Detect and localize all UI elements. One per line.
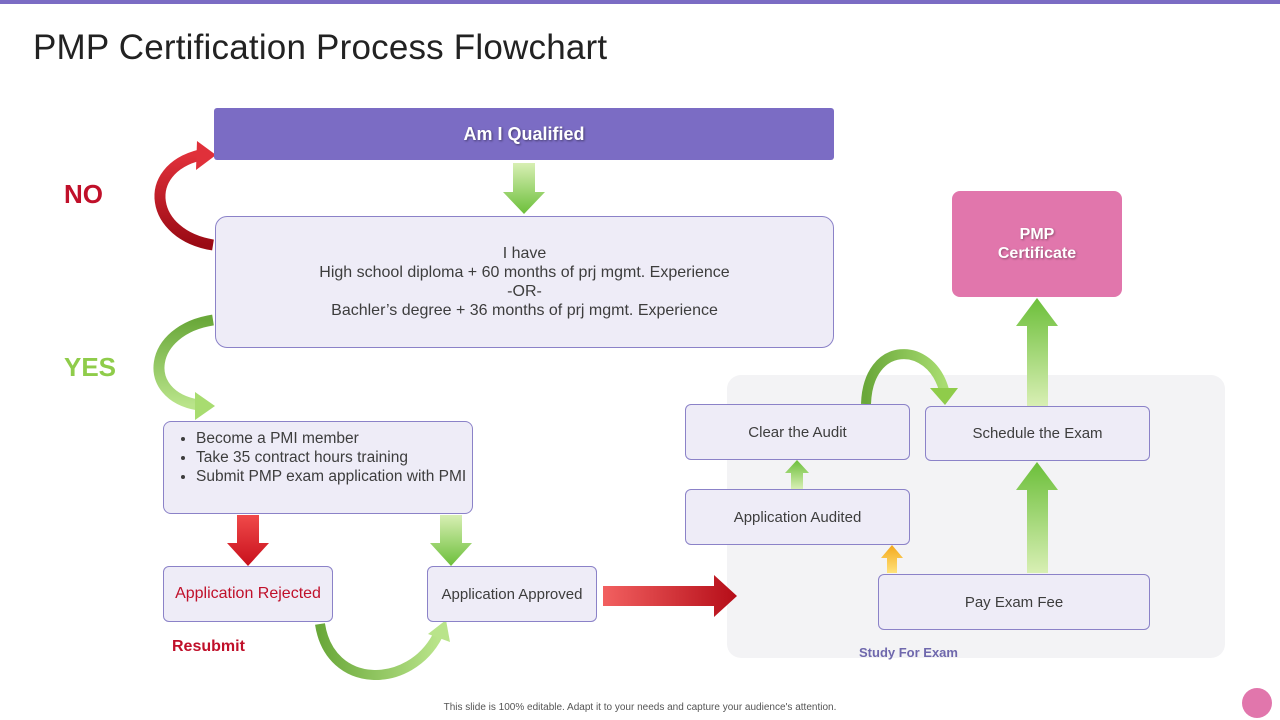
node-am-i-qualified: Am I Qualified [214, 108, 834, 160]
label-resubmit: Resubmit [172, 638, 245, 655]
node-schedule-the-exam: Schedule the Exam [925, 406, 1150, 461]
steps-list-item: Become a PMI member [196, 429, 466, 448]
arrow-up-audited [881, 545, 903, 573]
label-study-for-exam: Study For Exam [859, 645, 958, 660]
steps-list-item: Submit PMP exam application with PMI [196, 467, 466, 486]
steps-list: Become a PMI member Take 35 contract hou… [164, 429, 466, 486]
node-requirements: I have High school diploma + 60 months o… [215, 216, 834, 348]
node-pay-exam-fee: Pay Exam Fee [878, 574, 1150, 630]
arrow-curve-schedule [861, 349, 949, 405]
page-title: PMP Certification Process Flowchart [33, 28, 608, 67]
footer-note: This slide is 100% editable. Adapt it to… [443, 702, 837, 713]
requirements-line: Bachler’s degree + 36 months of prj mgmt… [331, 302, 718, 319]
label-no: NO [64, 179, 103, 209]
arrow-curve-yes-head [195, 392, 215, 420]
arrow-curve-resubmit [315, 623, 443, 680]
arrow-curve-no [154, 149, 215, 251]
requirements-line: I have [502, 245, 547, 262]
decorative-dot [1242, 688, 1272, 718]
node-application-approved: Application Approved [427, 566, 597, 622]
arrow-up-schedule [1016, 462, 1058, 573]
certificate-line: PMP [1019, 226, 1055, 243]
node-application-audited: Application Audited [685, 489, 910, 545]
arrow-curve-schedule-head [930, 388, 958, 405]
arrow-right-study [603, 575, 737, 617]
requirements-line: -OR- [507, 283, 542, 300]
arrow-curve-yes [153, 314, 215, 411]
node-pmp-certificate: PMP Certificate [952, 191, 1122, 297]
label-yes: YES [64, 352, 117, 382]
arrow-up-certificate [1016, 298, 1058, 406]
arrow-curve-no-head [196, 141, 216, 170]
arrow-down-qualified [503, 163, 545, 214]
node-application-rejected: Application Rejected [163, 566, 333, 622]
node-clear-the-audit: Clear the Audit [685, 404, 910, 460]
arrow-down-rejected [227, 515, 269, 566]
top-accent-bar [0, 0, 1280, 4]
arrow-down-approved [430, 515, 472, 566]
steps-list-item: Take 35 contract hours training [196, 448, 466, 467]
certificate-line: Certificate [997, 245, 1077, 262]
requirements-line: High school diploma + 60 months of prj m… [319, 264, 730, 281]
arrow-up-clear [785, 460, 809, 489]
arrow-curve-resubmit-head [428, 620, 450, 642]
node-application-steps: Become a PMI member Take 35 contract hou… [163, 421, 473, 514]
